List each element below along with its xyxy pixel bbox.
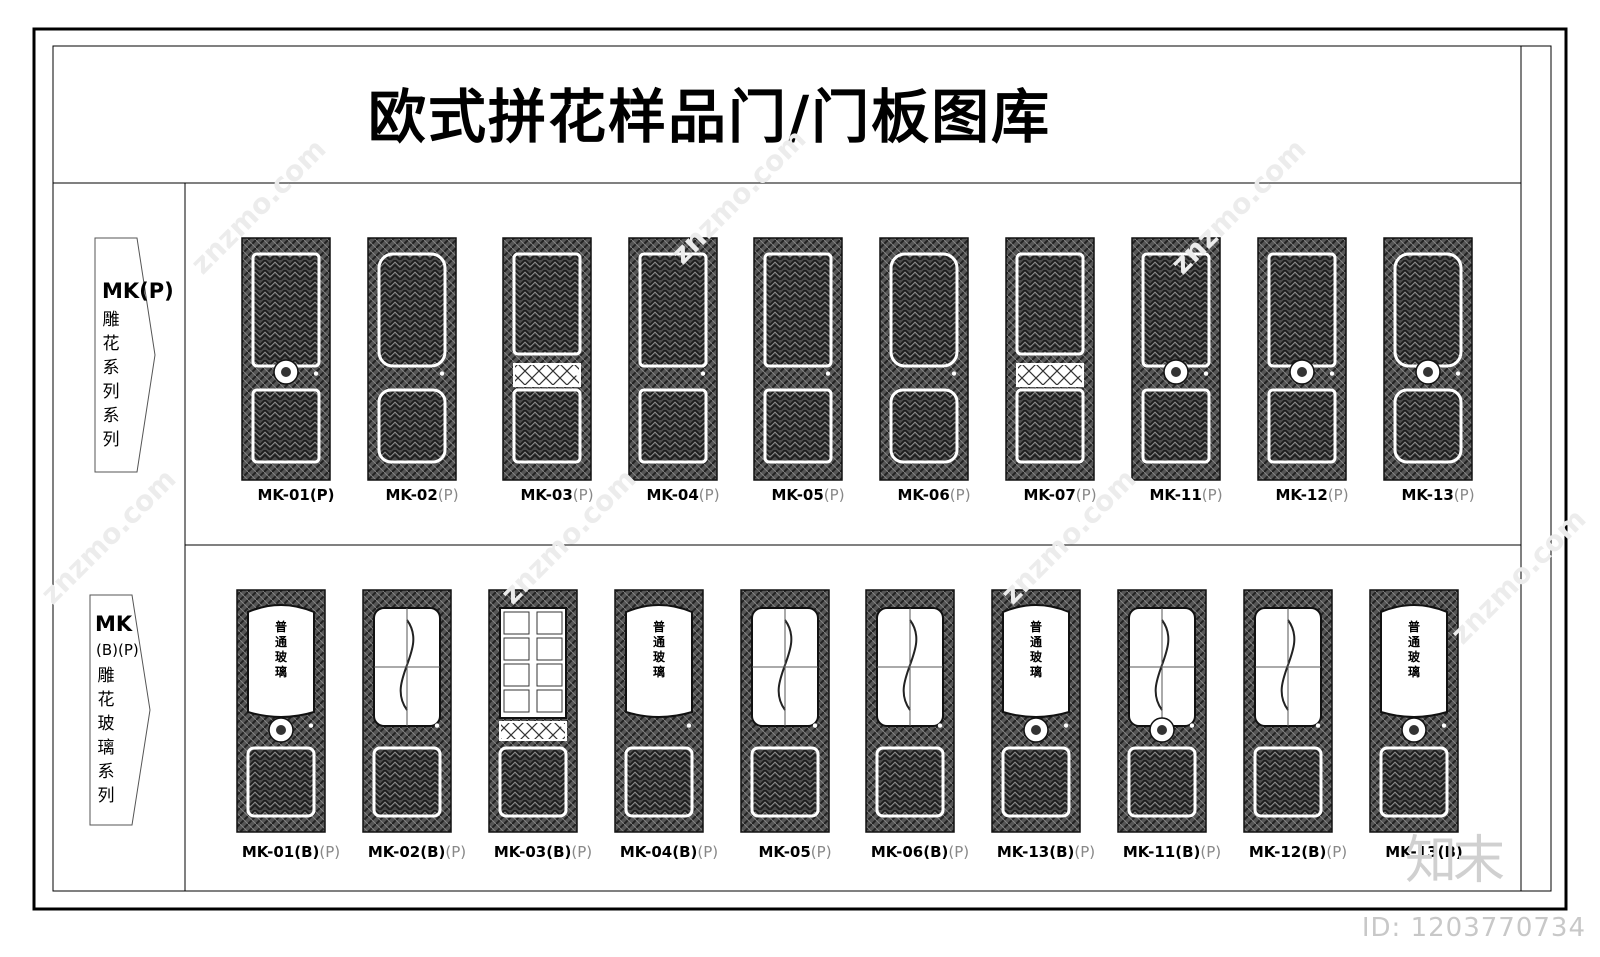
door-code-suffix: (P)	[698, 486, 720, 504]
door-code-suffix: (P)	[1201, 486, 1223, 504]
door-code-suffix: (P)	[437, 486, 459, 504]
door-code-suffix: (P)	[1075, 486, 1097, 504]
door-code: MK-06	[897, 486, 950, 504]
door-code-suffix: (P)	[1327, 486, 1349, 504]
door-label: MK-11(B)(P)	[1123, 843, 1221, 861]
door-2-6	[865, 589, 955, 833]
page-title: 欧式拼花样品门/门板图库	[368, 83, 1052, 151]
door-code: MK-07	[1023, 486, 1076, 504]
door-code: MK-13	[1401, 486, 1454, 504]
door-code: MK-02(B)	[367, 843, 446, 861]
door-label: MK-12(P)	[1275, 486, 1348, 504]
door-label: MK-02(P)	[385, 486, 458, 504]
door-label: MK-12(B)(P)	[1249, 843, 1347, 861]
brand-logo: 知末	[1405, 831, 1505, 891]
door-code: MK-12	[1275, 486, 1328, 504]
row1-series-code: MK(P)	[102, 279, 174, 303]
door-label: MK-13(B)(P)	[997, 843, 1095, 861]
door-1-3	[502, 237, 592, 481]
door-label: MK-03(P)	[520, 486, 593, 504]
door-2-1	[236, 589, 326, 833]
door-code-suffix: (P)	[949, 486, 971, 504]
door-1-2	[367, 237, 457, 481]
row1-tag-box	[94, 237, 156, 473]
door-label: MK-11(P)	[1149, 486, 1222, 504]
door-2-10	[1369, 589, 1459, 833]
door-1-9	[1257, 237, 1347, 481]
door-code: MK-05	[758, 843, 811, 861]
door-code: MK-01(P)	[257, 486, 335, 504]
door-code: MK-05	[771, 486, 824, 504]
door-label: MK-01(B)(P)	[242, 843, 340, 861]
door-label: MK-04(B)(P)	[620, 843, 718, 861]
door-label: MK-01(P)	[257, 486, 334, 504]
door-label: MK-05(P)	[771, 486, 844, 504]
door-label: MK-04(P)	[646, 486, 719, 504]
door-1-7	[1005, 237, 1095, 481]
door-label: MK-13(B)	[1385, 843, 1463, 861]
id-text: ID: 1203770734	[1361, 913, 1586, 943]
glass-text: 普通玻璃	[1029, 620, 1042, 679]
door-1-8	[1131, 237, 1221, 481]
door-code: MK-11(B)	[1122, 843, 1201, 861]
row2-tag-box	[89, 594, 151, 826]
door-label: MK-06(B)(P)	[871, 843, 969, 861]
row1-series-name: 雕花系列系列	[102, 310, 120, 450]
door-code: MK-03	[520, 486, 573, 504]
glass-text: 普通玻璃	[274, 620, 287, 679]
door-2-4	[614, 589, 704, 833]
door-code: MK-03(B)	[493, 843, 572, 861]
door-code-suffix: (P)	[1200, 843, 1222, 861]
door-1-6	[879, 237, 969, 481]
door-2-2	[362, 589, 452, 833]
door-1-1	[241, 237, 331, 481]
inner-border	[52, 45, 1552, 892]
door-1-5	[753, 237, 843, 481]
door-code: MK-12(B)	[1248, 843, 1327, 861]
row2-series-code: MK	[95, 612, 133, 636]
door-label: MK-07(P)	[1023, 486, 1096, 504]
door-code-suffix: (P)	[571, 843, 593, 861]
door-2-8	[1117, 589, 1207, 833]
row2-series-name: 雕花玻璃系列	[97, 666, 115, 806]
door-label: MK-02(B)(P)	[368, 843, 466, 861]
door-label: MK-13(P)	[1401, 486, 1474, 504]
door-code: MK-06(B)	[870, 843, 949, 861]
door-code-suffix: (P)	[1453, 486, 1475, 504]
row2-series-sub: (B)(P)	[96, 641, 139, 659]
door-code-suffix: (P)	[823, 486, 845, 504]
door-code: MK-11	[1149, 486, 1202, 504]
door-code: MK-13(B)	[996, 843, 1075, 861]
door-label: MK-06(P)	[897, 486, 970, 504]
door-2-5	[740, 589, 830, 833]
door-code-suffix: (P)	[1074, 843, 1096, 861]
door-code-suffix: (P)	[445, 843, 467, 861]
door-gallery	[236, 237, 1473, 833]
door-code: MK-02	[385, 486, 438, 504]
outer-border	[32, 27, 1568, 911]
door-label: MK-03(B)(P)	[494, 843, 592, 861]
door-code-suffix: (P)	[948, 843, 970, 861]
door-1-10	[1383, 237, 1473, 481]
door-code-suffix: (P)	[810, 843, 832, 861]
door-code-suffix: (P)	[572, 486, 594, 504]
door-code-suffix: (P)	[319, 843, 341, 861]
door-code: MK-04(B)	[619, 843, 698, 861]
door-code-suffix: (P)	[1326, 843, 1348, 861]
door-1-4	[628, 237, 718, 481]
door-label: MK-05(P)	[758, 843, 831, 861]
door-code: MK-13(B)	[1385, 843, 1463, 861]
glass-text: 普通玻璃	[1407, 620, 1420, 679]
door-2-9	[1243, 589, 1333, 833]
door-code-suffix: (P)	[697, 843, 719, 861]
door-2-3	[488, 589, 578, 833]
door-code: MK-01(B)	[241, 843, 320, 861]
glass-text: 普通玻璃	[652, 620, 665, 679]
door-2-7	[991, 589, 1081, 833]
door-code: MK-04	[646, 486, 699, 504]
